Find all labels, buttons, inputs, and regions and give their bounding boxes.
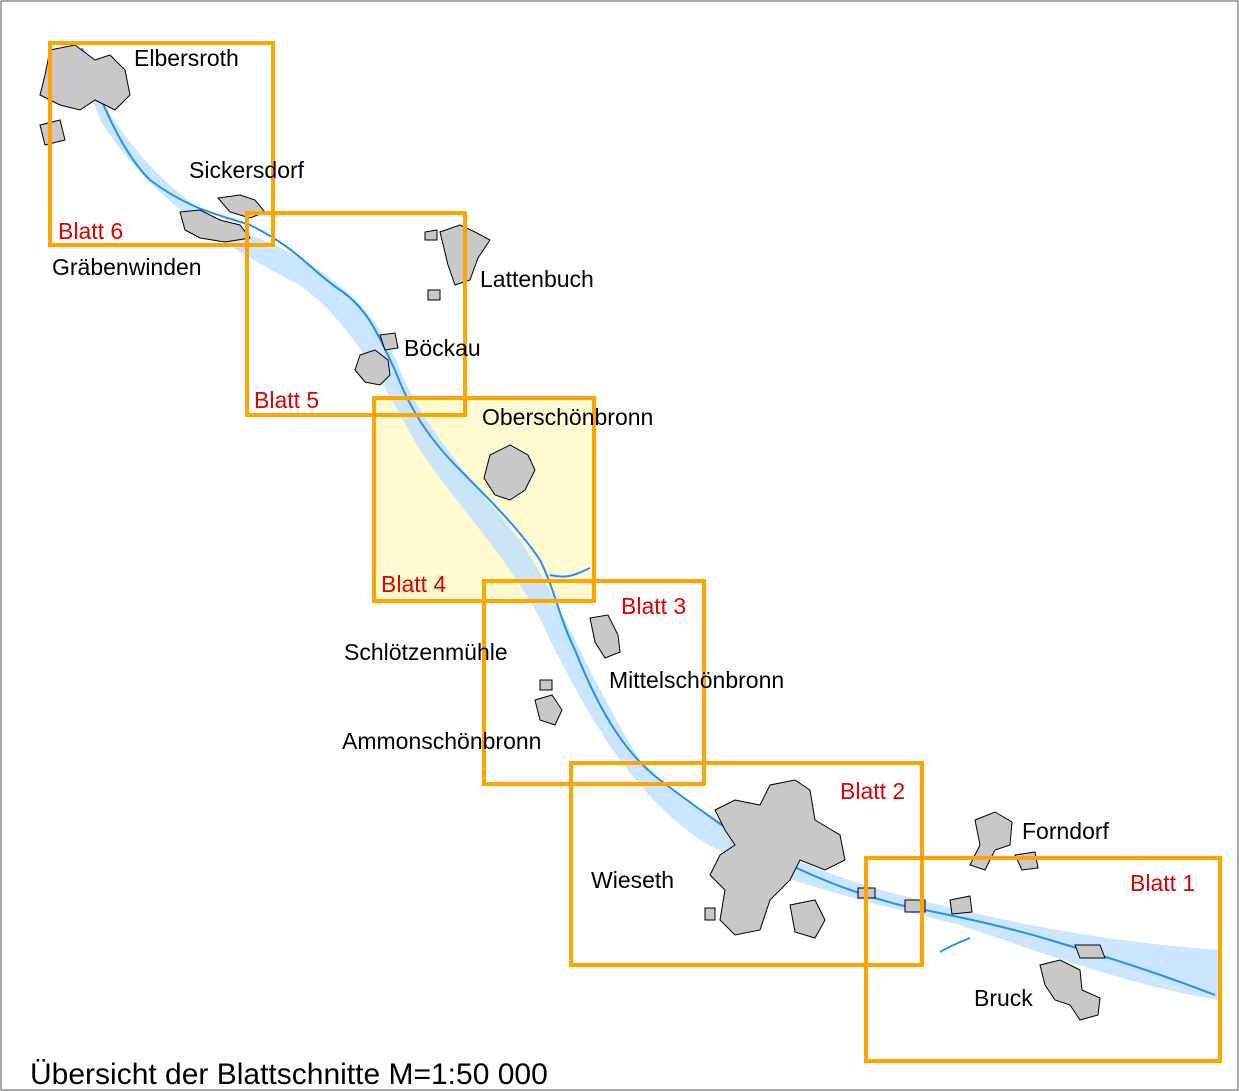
settlement-bockau-2 xyxy=(379,332,399,351)
town-label-grabenwinden: Gräbenwinden xyxy=(52,254,202,280)
sheet-1-frame xyxy=(864,856,1222,1063)
settlement-grabenwinden xyxy=(179,209,251,243)
sheet-4-label: Blatt 4 xyxy=(381,571,446,597)
town-label-lattenbuch: Lattenbuch xyxy=(480,266,594,292)
settlement-small xyxy=(949,895,973,915)
wieseth-river xyxy=(81,47,1216,996)
settlement-oberschonbronn xyxy=(483,444,536,501)
sheet-5-frame xyxy=(245,211,467,417)
settlement-forndorf-2 xyxy=(1014,851,1039,871)
town-label-sickersdorf: Sickersdorf xyxy=(189,157,305,183)
settlement-mittelschonbronn xyxy=(589,614,621,659)
settlement-lattenbuch-2 xyxy=(424,229,438,241)
town-label-elbersroth: Elbersroth xyxy=(134,45,239,71)
river-branch xyxy=(939,937,971,953)
town-label-wieseth: Wieseth xyxy=(591,867,674,893)
settlement-bruck-2 xyxy=(1074,944,1106,959)
settlement-bockau xyxy=(354,349,391,386)
settlement-elbersroth xyxy=(39,44,131,111)
settlement-wieseth xyxy=(709,779,846,936)
town-label-oberschonbronn: Oberschönbronn xyxy=(482,404,653,430)
settlement-ammonschonbronn-2 xyxy=(539,679,553,691)
sheet-5-label: Blatt 5 xyxy=(254,387,319,413)
settlement-wieseth-2 xyxy=(789,899,826,939)
settlement-elbersroth-2 xyxy=(39,119,66,146)
settlement-forndorf xyxy=(969,811,1013,871)
settlement-ammonschonbronn xyxy=(534,694,563,726)
map-caption: Übersicht der Blattschnitte M=1:50 000 xyxy=(30,1058,548,1091)
town-label-ammonschonbronn: Ammonschönbronn xyxy=(342,728,541,754)
sheet-3-label: Blatt 3 xyxy=(621,593,686,619)
town-label-forndorf: Forndorf xyxy=(1022,818,1110,844)
town-label-bruck: Bruck xyxy=(974,985,1033,1011)
sheet-1-label: Blatt 1 xyxy=(1130,870,1195,896)
sheet-6-label: Blatt 6 xyxy=(58,218,123,244)
town-label-bockau: Böckau xyxy=(404,335,481,361)
sheet-2-frame xyxy=(569,761,924,967)
sheet-3-frame xyxy=(482,579,706,786)
town-label-schlotzenmuhle: Schlötzenmühle xyxy=(344,639,508,665)
settlement-bruck xyxy=(1039,959,1101,1021)
river-branch xyxy=(549,567,591,578)
town-label-mittelschonbronn: Mittelschönbronn xyxy=(609,667,784,693)
sheet-6-frame xyxy=(48,41,275,247)
settlement-lattenbuch-3 xyxy=(427,289,441,301)
settlement-wieseth-3 xyxy=(704,907,716,921)
sheet-2-label: Blatt 2 xyxy=(840,778,905,804)
